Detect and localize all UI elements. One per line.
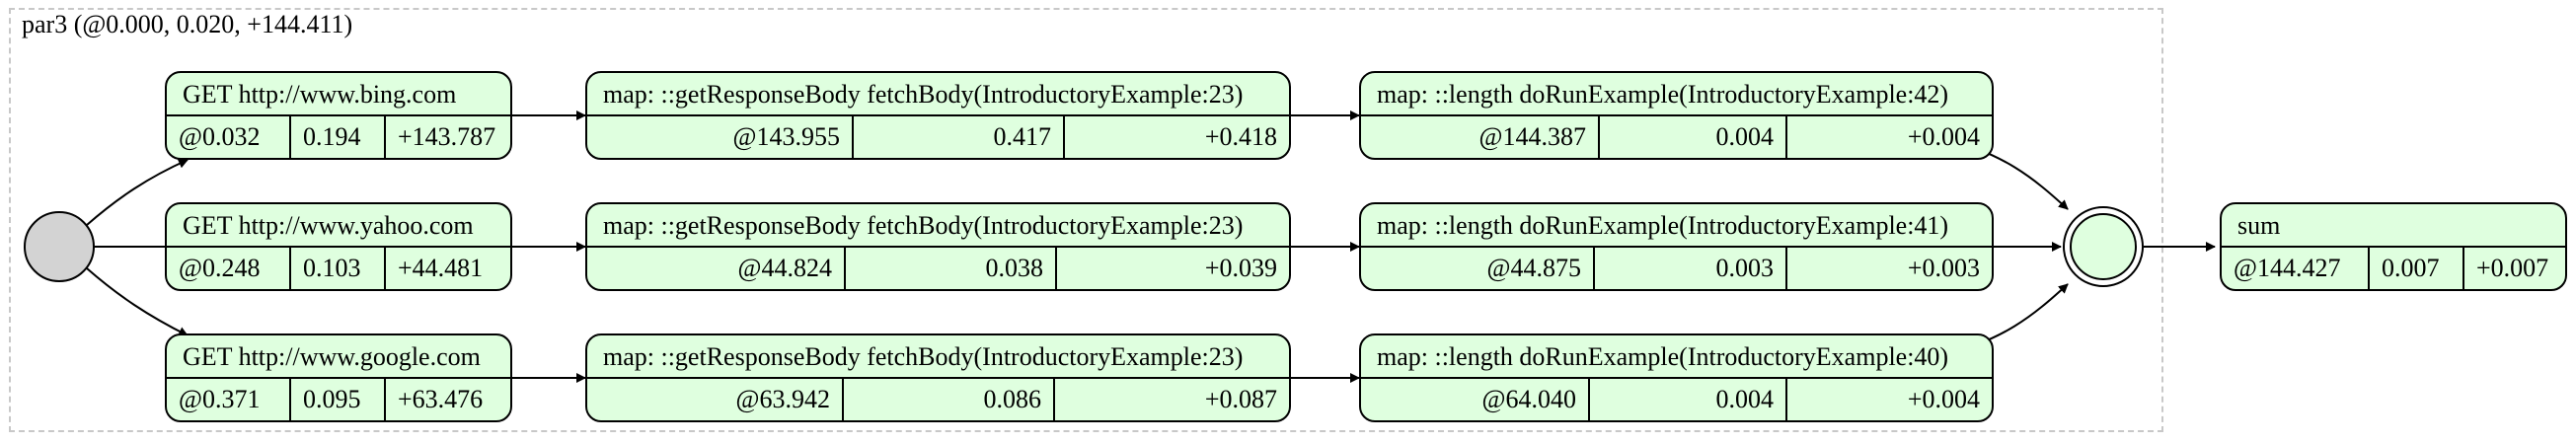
node-length-41[interactable]: map: ::length doRunExample(IntroductoryE… — [1359, 202, 1994, 291]
cell-start: @0.371 — [179, 385, 261, 413]
node-title: map: ::getResponseBody fetchBody(Introdu… — [587, 73, 1289, 116]
node-get-google[interactable]: GET http://www.google.com @0.371 0.095 +… — [165, 333, 512, 422]
join-node-outer — [2063, 206, 2144, 287]
cell-total: +0.087 — [1053, 379, 1289, 420]
cell-total: +143.787 — [384, 116, 510, 158]
cell-duration: 0.103 — [289, 248, 384, 289]
cell-total: +0.007 — [2462, 248, 2565, 289]
cell-total: +44.481 — [384, 248, 510, 289]
node-title: map: ::length doRunExample(IntroductoryE… — [1361, 335, 1992, 379]
cell-duration: 0.038 — [844, 248, 1055, 289]
node-title: GET http://www.google.com — [167, 335, 510, 379]
cell-total: +0.039 — [1055, 248, 1289, 289]
node-length-40[interactable]: map: ::length doRunExample(IntroductoryE… — [1359, 333, 1994, 422]
edge-start-google — [86, 267, 189, 336]
cell-duration: 0.086 — [842, 379, 1053, 420]
node-fetch-body-1[interactable]: map: ::getResponseBody fetchBody(Introdu… — [585, 71, 1291, 160]
cell-start: @144.387 — [1478, 122, 1586, 151]
cell-start: @44.824 — [737, 254, 832, 282]
cell-start: @143.955 — [732, 122, 840, 151]
cluster-label: par3 (@0.000, 0.020, +144.411) — [22, 10, 353, 38]
cell-start: @63.942 — [735, 385, 830, 413]
cell-total: +0.003 — [1785, 248, 1992, 289]
edge-start-bing — [86, 159, 189, 226]
cell-duration: 0.095 — [289, 379, 384, 420]
cell-start: @64.040 — [1481, 385, 1576, 413]
cell-duration: 0.004 — [1598, 116, 1785, 158]
node-length-42[interactable]: map: ::length doRunExample(IntroductoryE… — [1359, 71, 1994, 160]
node-title: map: ::length doRunExample(IntroductoryE… — [1361, 73, 1992, 116]
node-title: map: ::getResponseBody fetchBody(Introdu… — [587, 335, 1289, 379]
cell-duration: 0.417 — [852, 116, 1063, 158]
cell-duration: 0.004 — [1588, 379, 1785, 420]
cluster-par3 — [9, 8, 2163, 432]
join-node-inner — [2070, 213, 2137, 280]
cell-total: +0.004 — [1785, 379, 1992, 420]
cell-duration: 0.007 — [2368, 248, 2462, 289]
node-title: map: ::length doRunExample(IntroductoryE… — [1361, 204, 1992, 248]
cell-start: @44.875 — [1486, 254, 1581, 282]
node-get-yahoo[interactable]: GET http://www.yahoo.com @0.248 0.103 +4… — [165, 202, 512, 291]
cell-total: +63.476 — [384, 379, 510, 420]
node-title: map: ::getResponseBody fetchBody(Introdu… — [587, 204, 1289, 248]
node-title: sum — [2222, 204, 2565, 248]
cell-start: @144.427 — [2234, 254, 2341, 282]
node-get-bing[interactable]: GET http://www.bing.com @0.032 0.194 +14… — [165, 71, 512, 160]
node-fetch-body-2[interactable]: map: ::getResponseBody fetchBody(Introdu… — [585, 202, 1291, 291]
node-fetch-body-3[interactable]: map: ::getResponseBody fetchBody(Introdu… — [585, 333, 1291, 422]
node-title: GET http://www.bing.com — [167, 73, 510, 116]
cell-duration: 0.003 — [1593, 248, 1785, 289]
node-sum[interactable]: sum @144.427 0.007 +0.007 — [2220, 202, 2567, 291]
cell-duration: 0.194 — [289, 116, 384, 158]
node-title: GET http://www.yahoo.com — [167, 204, 510, 248]
cell-total: +0.418 — [1063, 116, 1289, 158]
cell-start: @0.032 — [179, 122, 261, 151]
cell-start: @0.248 — [179, 254, 261, 282]
start-node — [24, 211, 95, 282]
cell-total: +0.004 — [1785, 116, 1992, 158]
